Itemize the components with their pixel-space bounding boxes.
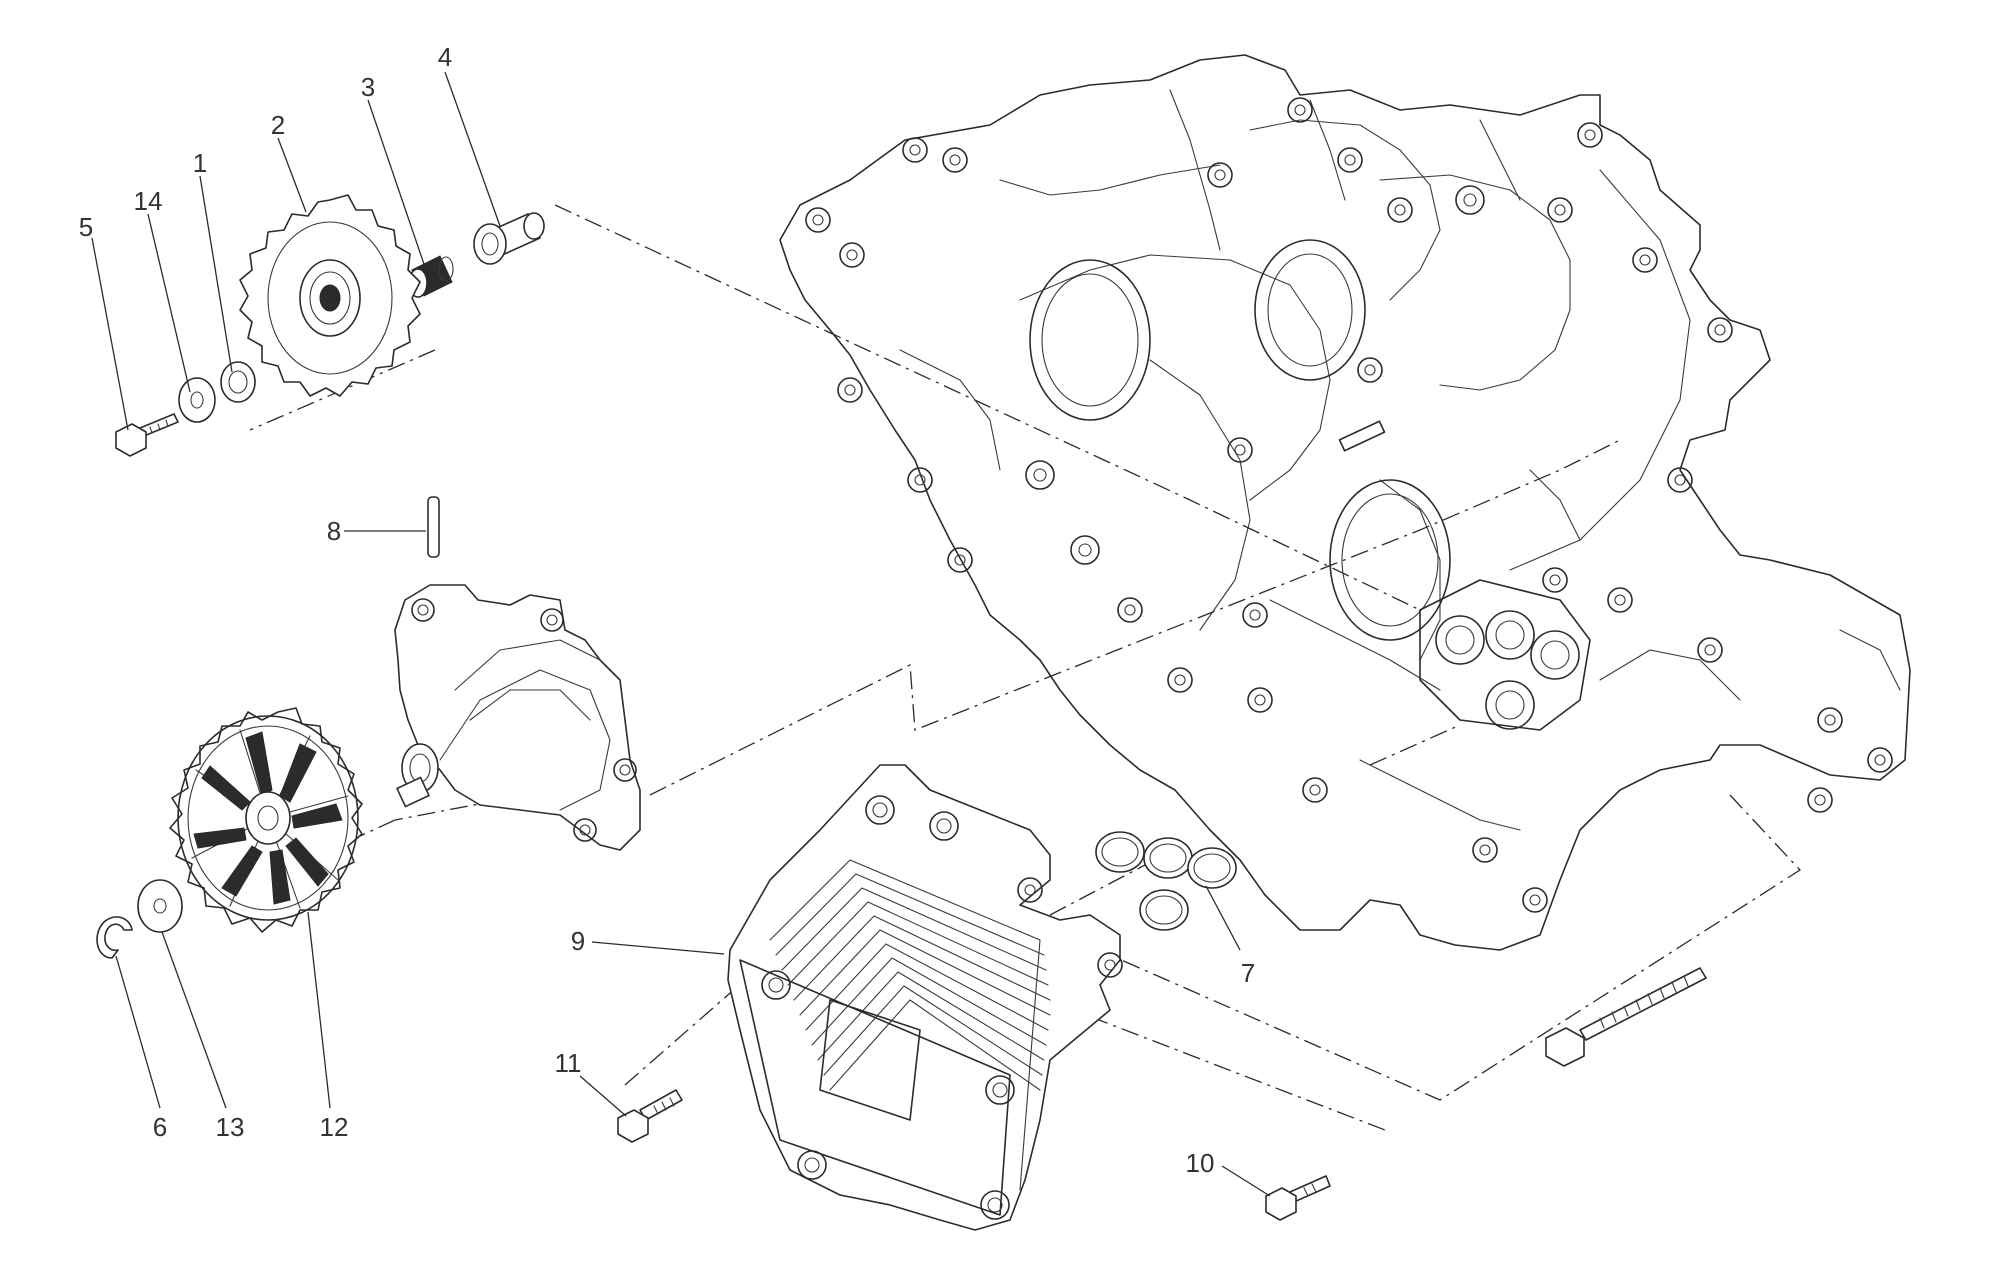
crankcase-bosses	[805, 97, 1893, 913]
leader-lines	[91, 71, 1271, 1197]
callout-12: 12	[320, 1112, 349, 1142]
part-8-pin	[427, 496, 440, 558]
callout-8: 8	[327, 516, 341, 546]
callout-4: 4	[438, 42, 452, 72]
callout-11: 11	[555, 1048, 582, 1078]
part-10-bolt	[1265, 1175, 1331, 1221]
part-13-washer	[137, 879, 183, 933]
part-11-bolt	[617, 1089, 683, 1143]
part-9-oil-cooler	[727, 764, 1123, 1231]
callout-9: 9	[571, 926, 585, 956]
callout-6: 6	[153, 1112, 167, 1142]
part-14-washer	[178, 377, 216, 423]
callout-7: 7	[1241, 958, 1255, 988]
callout-1: 1	[193, 148, 207, 178]
part-6-circlip	[96, 916, 133, 959]
callout-labels: 5 14 1 2 3 4 8 9 7 11 10 6 13 12	[79, 42, 1255, 1178]
callout-13: 13	[216, 1112, 245, 1142]
part-1-washer	[220, 361, 256, 403]
callout-14: 14	[134, 186, 163, 216]
crankcase-half	[779, 54, 1911, 951]
part-4-bushing	[473, 212, 545, 265]
part-12-pump-gear	[169, 707, 363, 933]
callout-2: 2	[271, 110, 285, 140]
part-7-o-rings	[1095, 831, 1237, 931]
callout-5: 5	[79, 212, 93, 242]
callout-10: 10	[1186, 1148, 1215, 1178]
callout-3: 3	[361, 72, 375, 102]
water-pump-housing	[394, 584, 641, 851]
part-2-idler-gear	[239, 194, 421, 397]
part-5-bolt	[115, 413, 179, 457]
long-stud-bolt	[1545, 967, 1707, 1067]
